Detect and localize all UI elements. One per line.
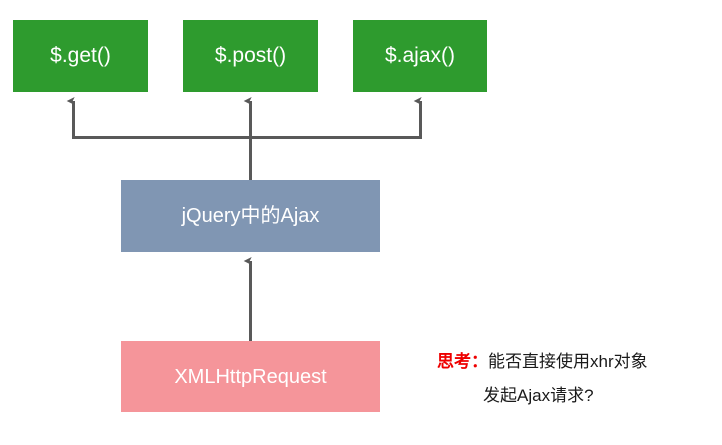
thinking-note-line1: 能否直接使用xhr对象 (488, 352, 648, 371)
thinking-note-label: 思考： (437, 352, 488, 371)
node-jquery-get[interactable]: $.get() (13, 20, 148, 92)
thinking-note-line2: 发起Ajax请求? (483, 386, 594, 405)
node-jquery-post[interactable]: $.post() (183, 20, 318, 92)
node-jquery-ajax-layer[interactable]: jQuery中的Ajax (121, 180, 380, 252)
node-jquery-ajax[interactable]: $.ajax() (353, 20, 487, 92)
thinking-note: 思考：能否直接使用xhr对象 发起Ajax请求? (437, 345, 717, 413)
node-xmlhttprequest[interactable]: XMLHttpRequest (121, 341, 380, 412)
